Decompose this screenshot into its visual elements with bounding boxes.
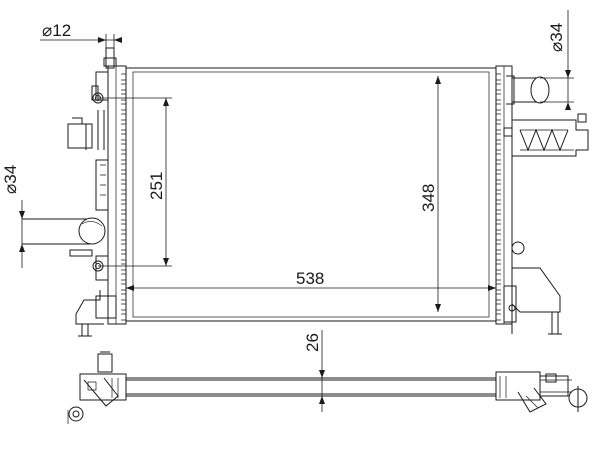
tank-serration (121, 93, 127, 101)
right-outlet-pipe (506, 75, 550, 105)
tank-serration (121, 173, 127, 181)
dimension-label-core-width: 538 (296, 269, 324, 288)
tank-serration (121, 83, 127, 91)
dimension-label-core-depth: 26 (303, 333, 322, 352)
tank-serration (121, 243, 127, 251)
dimension-label-left-pipe: ⌀34 (1, 165, 20, 194)
dimension-inner-height: 251 (98, 97, 172, 267)
tank-serration (121, 303, 127, 311)
top-vent-pipe (103, 47, 117, 69)
dimension-left-pipe: ⌀34 (1, 165, 25, 268)
tank-serration (121, 293, 127, 301)
tank-serration (495, 243, 501, 251)
tank-serration (495, 253, 501, 261)
dimension-core-depth: 26 (303, 330, 325, 412)
front-view (22, 47, 589, 337)
tank-serration (121, 213, 127, 221)
tank-serration (495, 273, 501, 281)
tank-serration (495, 153, 501, 161)
dimension-label-core-height: 348 (419, 184, 438, 212)
tank-serration (121, 123, 127, 131)
tank-serration (495, 123, 501, 131)
tank-serration (121, 283, 127, 291)
dimension-label-right-pipe: ⌀34 (547, 23, 566, 52)
tank-serration (495, 173, 501, 181)
tank-serration (495, 73, 501, 81)
tank-serration (121, 73, 127, 81)
tank-serration (495, 223, 501, 231)
tank-serration (121, 193, 127, 201)
left-bottom-mount (75, 290, 117, 337)
tank-serration (121, 223, 127, 231)
tank-serration (121, 163, 127, 171)
right-tank (495, 65, 513, 325)
tank-serration (121, 133, 127, 141)
tank-serration (495, 203, 501, 211)
tank-serration (121, 183, 127, 191)
tank-serration (121, 273, 127, 281)
left-inlet-pipe (22, 217, 106, 245)
tank-serration (121, 263, 127, 271)
core-inner-outline (132, 71, 490, 318)
tank-serration (495, 293, 501, 301)
dimension-top-pipe: ⌀12 (40, 21, 122, 48)
tank-serration (495, 263, 501, 271)
tank-serration (495, 83, 501, 91)
tank-serration (121, 103, 127, 111)
left-tank (107, 65, 127, 325)
tank-serration (121, 153, 127, 161)
right-mount-bracket (503, 113, 589, 157)
tank-serration (495, 313, 501, 321)
tank-serration (495, 163, 501, 171)
tank-serration (495, 103, 501, 111)
right-bottom-mount (503, 241, 562, 335)
tank-serration (121, 203, 127, 211)
tank-serration (495, 193, 501, 201)
tank-serration (495, 233, 501, 241)
tank-serration (495, 183, 501, 191)
dimension-right-pipe: ⌀34 (540, 10, 574, 110)
tank-serration (495, 283, 501, 291)
tank-serration (121, 113, 127, 121)
dimension-label-top-pipe: ⌀12 (42, 21, 71, 40)
dimension-core-height: 348 (419, 76, 441, 312)
tank-serration (121, 253, 127, 261)
tank-serration (495, 133, 501, 141)
tank-serration (495, 303, 501, 311)
left-mount-bracket (67, 71, 109, 281)
tank-serration (121, 143, 127, 151)
tank-serration (121, 313, 127, 321)
tank-serration (495, 113, 501, 121)
dimension-label-inner-height: 251 (147, 172, 166, 200)
tank-serration (121, 233, 127, 241)
tank-serration (495, 93, 501, 101)
tank-serration (495, 143, 501, 151)
tank-serration (495, 213, 501, 221)
dimension-core-width: 538 (126, 269, 496, 291)
top-view (67, 351, 588, 424)
